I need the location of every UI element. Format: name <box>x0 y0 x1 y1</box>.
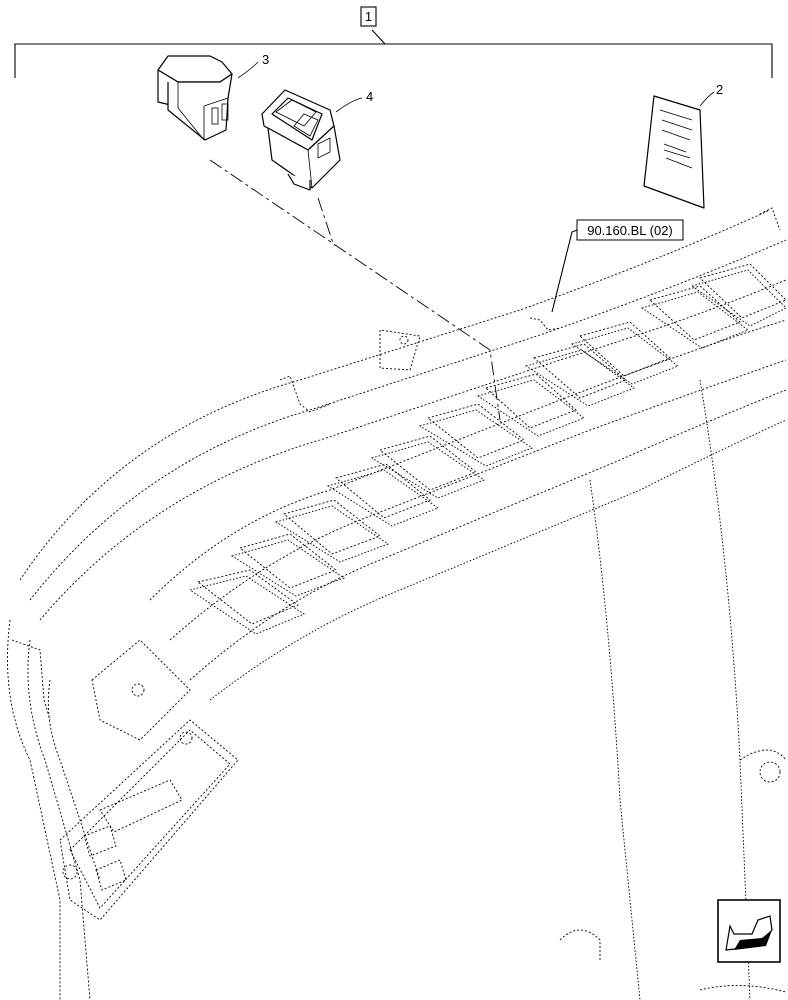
assembly-bracket <box>14 29 773 78</box>
assembly-callout: 1 <box>360 6 377 27</box>
reference-label: 90.160.BL (02) <box>551 219 684 313</box>
callout-3-label: 3 <box>262 52 269 67</box>
previous-view-arrow-icon[interactable] <box>717 899 781 963</box>
callout-4: 4 <box>335 89 373 113</box>
assembly-callout-label: 1 <box>365 9 372 24</box>
cab-console <box>7 207 787 1000</box>
callout-2: 2 <box>699 82 723 107</box>
lower-control-panel <box>59 639 239 921</box>
callout-2-label: 2 <box>716 82 723 97</box>
reference-label-text: 90.160.BL (02) <box>587 223 673 238</box>
callout-4-label: 4 <box>366 89 373 104</box>
rocker-switch-part <box>261 89 341 191</box>
callout-3: 3 <box>237 52 269 79</box>
blank-cover-part <box>157 55 233 141</box>
assembly-lines <box>209 159 501 421</box>
instruction-manual-part <box>643 95 705 209</box>
switch-pockets <box>188 263 787 635</box>
